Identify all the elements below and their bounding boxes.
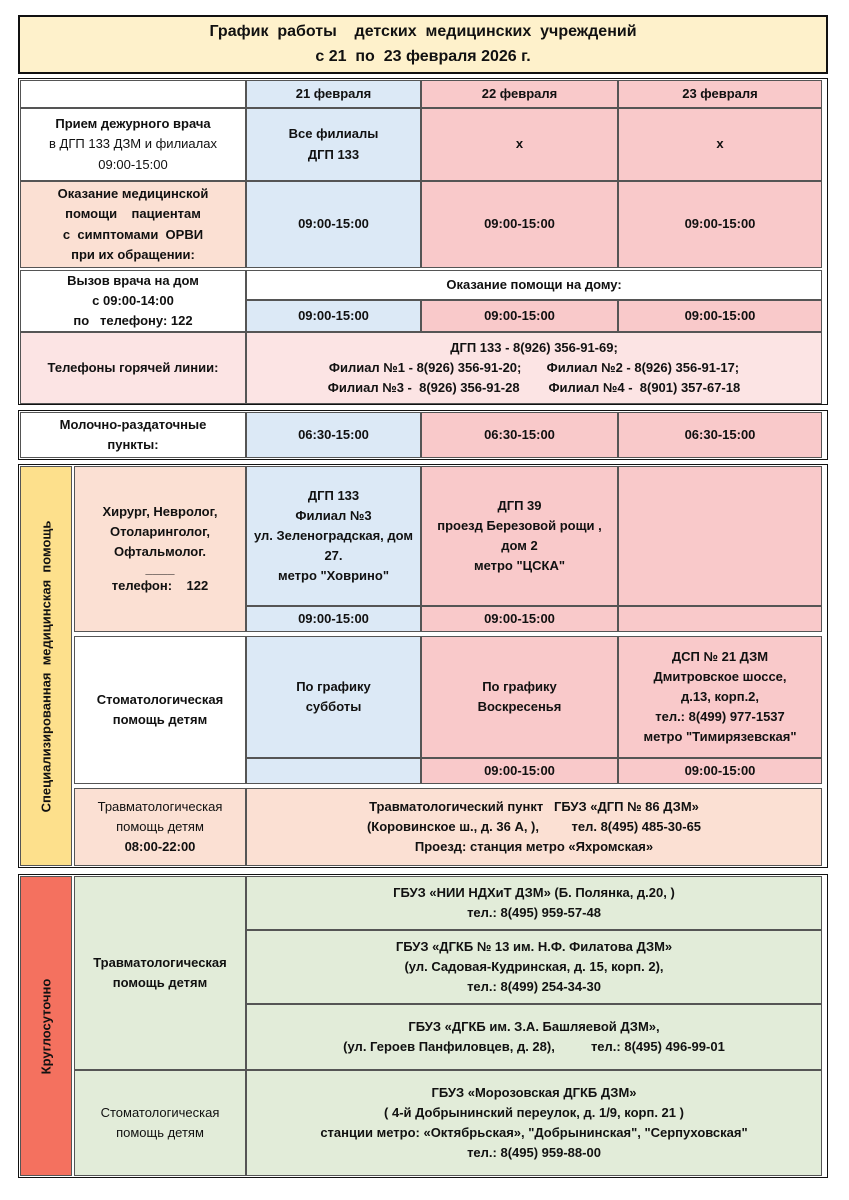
surgery-21-time: 09:00-15:00 xyxy=(246,606,421,632)
surgery-21: ДГП 133 Филиал №3 ул. Зеленоградская, до… xyxy=(246,466,421,606)
title-line-2: с 21 по 23 февраля 2026 г. xyxy=(315,47,531,65)
specialized-side-label: Специализированная медицинская помощь xyxy=(20,466,72,866)
home-22: 09:00-15:00 xyxy=(421,300,618,332)
dental-23: ДСП № 21 ДЗМ Дмитровское шоссе, д.13, ко… xyxy=(618,636,822,758)
surgery-22: ДГП 39 проезд Березовой рощи , дом 2 мет… xyxy=(421,466,618,606)
schedule-table xyxy=(18,78,828,405)
dental-label: Стоматологическая помощь детям xyxy=(74,636,246,784)
date-header-22: 22 февраля xyxy=(421,80,618,108)
rc-dental-info: ГБУЗ «Морозовская ДГКБ ДЗМ» ( 4-й Добрын… xyxy=(246,1070,822,1176)
home-23: 09:00-15:00 xyxy=(618,300,822,332)
dental-21-time xyxy=(246,758,421,784)
dental-22-time: 09:00-15:00 xyxy=(421,758,618,784)
surgery-22-time: 09:00-15:00 xyxy=(421,606,618,632)
milk-table xyxy=(18,410,828,460)
trauma-label: Травматологическая помощь детям 08:00-22… xyxy=(74,788,246,866)
title-line-1: График работы детских медицинских учрежд… xyxy=(209,22,637,40)
surgery-23 xyxy=(618,466,822,606)
date-header-21: 21 февраля xyxy=(246,80,421,108)
milk-21: 06:30-15:00 xyxy=(246,412,421,458)
surgery-label: Хирург, Невролог, Отоларинголог, Офтальм… xyxy=(74,466,246,632)
milk-22: 06:30-15:00 xyxy=(421,412,618,458)
trauma-point-info: Травматологический пункт ГБУЗ «ДГП № 86 … xyxy=(246,788,822,866)
rc-trauma-entry-3: ГБУЗ «ДГКБ им. З.А. Башляевой ДЗМ», (ул.… xyxy=(246,1004,822,1070)
hotline-numbers: ДГП 133 - 8(926) 356-91-69; Филиал №1 - … xyxy=(246,332,822,404)
dental-22: По графику Воскресенья xyxy=(421,636,618,758)
orvi-22: 09:00-15:00 xyxy=(421,181,618,268)
duty-doctor-22: x xyxy=(421,108,618,181)
home-call-label: Вызов врача на дом с 09:00-14:00 по теле… xyxy=(20,270,246,332)
surgery-23-time xyxy=(618,606,822,632)
home-help-header: Оказание помощи на дому: xyxy=(246,270,822,300)
specialized-table xyxy=(18,464,828,868)
hotline-label: Телефоны горячей линии: xyxy=(20,332,246,404)
orvi-label: Оказание медицинской помощи пациентам с … xyxy=(20,181,246,268)
date-header-23: 23 февраля xyxy=(618,80,822,108)
rc-trauma-entry-2: ГБУЗ «ДГКБ № 13 им. Н.Ф. Филатова ДЗМ» (… xyxy=(246,930,822,1004)
duty-doctor-23: x xyxy=(618,108,822,181)
orvi-23: 09:00-15:00 xyxy=(618,181,822,268)
rc-trauma-entry-1: ГБУЗ «НИИ НДХиТ ДЗМ» (Б. Полянка, д.20, … xyxy=(246,876,822,930)
roundclock-side-label: Круглосуточно xyxy=(20,876,72,1176)
duty-doctor-label: Прием дежурного врача в ДГП 133 ДЗМ и фи… xyxy=(20,108,246,181)
rc-trauma-label: Травматологическая помощь детям xyxy=(74,876,246,1070)
orvi-21: 09:00-15:00 xyxy=(246,181,421,268)
roundclock-table xyxy=(18,874,828,1178)
dental-23-time: 09:00-15:00 xyxy=(618,758,822,784)
header-empty xyxy=(20,80,246,108)
page-title: График работы детских медицинских учрежд… xyxy=(18,15,828,74)
dental-21: По графику субботы xyxy=(246,636,421,758)
rc-dental-label: Стоматологическая помощь детям xyxy=(74,1070,246,1176)
milk-23: 06:30-15:00 xyxy=(618,412,822,458)
home-21: 09:00-15:00 xyxy=(246,300,421,332)
